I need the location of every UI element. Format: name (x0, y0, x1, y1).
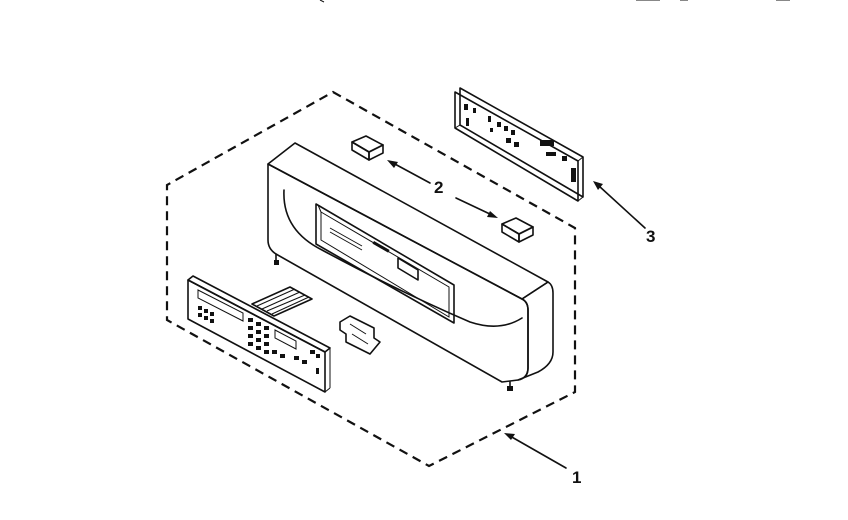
callout-assembly: 1 (572, 468, 581, 487)
assembly-boundary-dashed (165, 90, 577, 468)
clip-upper (351, 135, 384, 161)
clip-lower (501, 217, 534, 243)
keypad-overlay (187, 275, 331, 393)
keypad-buttons (198, 306, 320, 374)
callout-clips: 2 (434, 178, 443, 197)
control-panel-housing (267, 142, 554, 391)
leader-lines (387, 160, 646, 469)
control-board (454, 87, 584, 202)
callout-control-board: 3 (646, 227, 655, 246)
adhesive-pad (339, 315, 381, 355)
cropped-header-marks (319, 0, 790, 3)
ribbon-cable (251, 286, 313, 317)
